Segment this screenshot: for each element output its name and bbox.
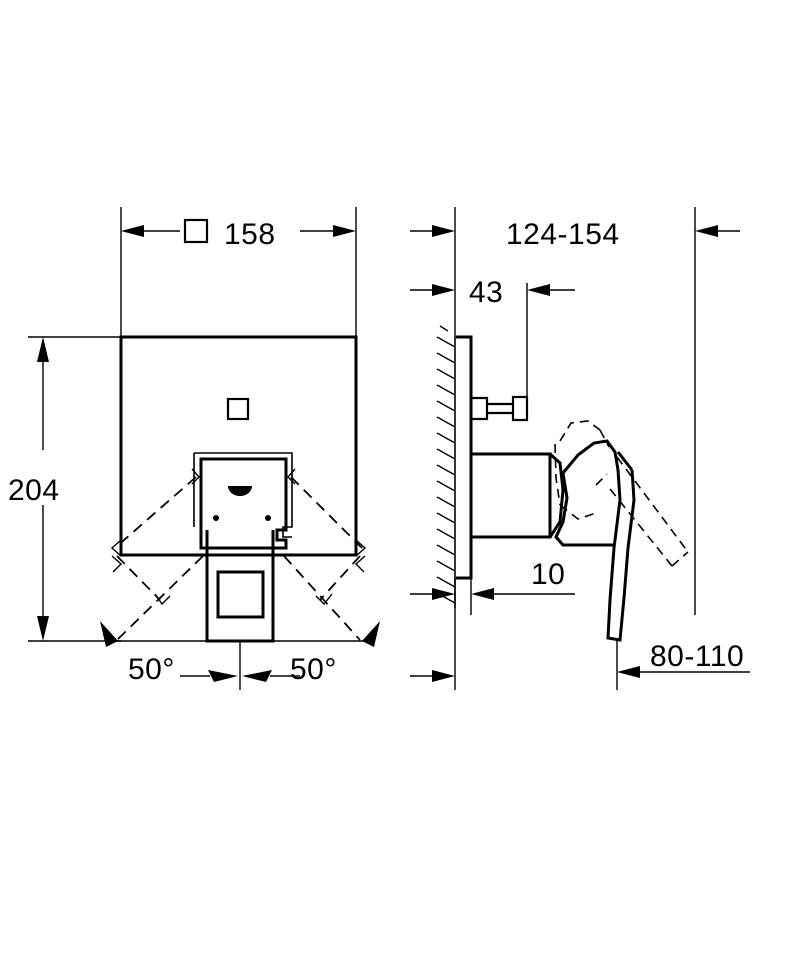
- dimension-label-124-154: 124-154: [506, 218, 620, 251]
- dimension-label-10: 10: [531, 558, 565, 591]
- side-plate-slab: [456, 335, 473, 580]
- front-plate-outline: [119, 335, 358, 557]
- mounting-pin: [471, 395, 529, 422]
- front-view: 158 204 50° 50°: [8, 207, 380, 690]
- dimension-lever-reach: 80-110: [616, 640, 750, 690]
- swing-indicator-right: [283, 468, 367, 641]
- swing-indicator-left: [110, 468, 204, 641]
- dimension-projection-43: 43: [410, 276, 575, 397]
- lever-alternate-raised: [554, 420, 610, 520]
- lever-alternate-swung: [595, 456, 689, 567]
- lever-indicator-marker: [228, 486, 252, 496]
- diverter-button-square: [226, 397, 250, 421]
- dimension-label-angle-right: 50°: [290, 653, 337, 686]
- side-view-baseline-tick: [410, 615, 456, 690]
- dimension-swing-angles: 50° 50°: [100, 621, 380, 690]
- dimension-label-angle-left: 50°: [128, 653, 175, 686]
- dimension-rough-in-depth: 124-154: [410, 207, 740, 615]
- stem-square-cutout: [216, 570, 265, 619]
- valve-body-side: [471, 452, 565, 539]
- lever-screw-dots: [213, 515, 271, 521]
- lever-handle-side: [554, 439, 636, 642]
- dimension-label-204: 204: [8, 474, 60, 507]
- dimension-plate-width: 158: [120, 207, 357, 337]
- dimension-label-80-110: 80-110: [650, 640, 744, 673]
- dimension-label-158: 158: [224, 218, 276, 251]
- dimension-label-43: 43: [469, 276, 503, 309]
- lever-body-front: [199, 457, 288, 550]
- wall-hatching: [436, 325, 456, 604]
- dimension-plate-height: 204: [8, 336, 121, 642]
- square-symbol-icon: [183, 218, 209, 244]
- side-view: 124-154 43 10: [410, 207, 750, 690]
- dimension-plate-thickness: 10: [410, 558, 575, 615]
